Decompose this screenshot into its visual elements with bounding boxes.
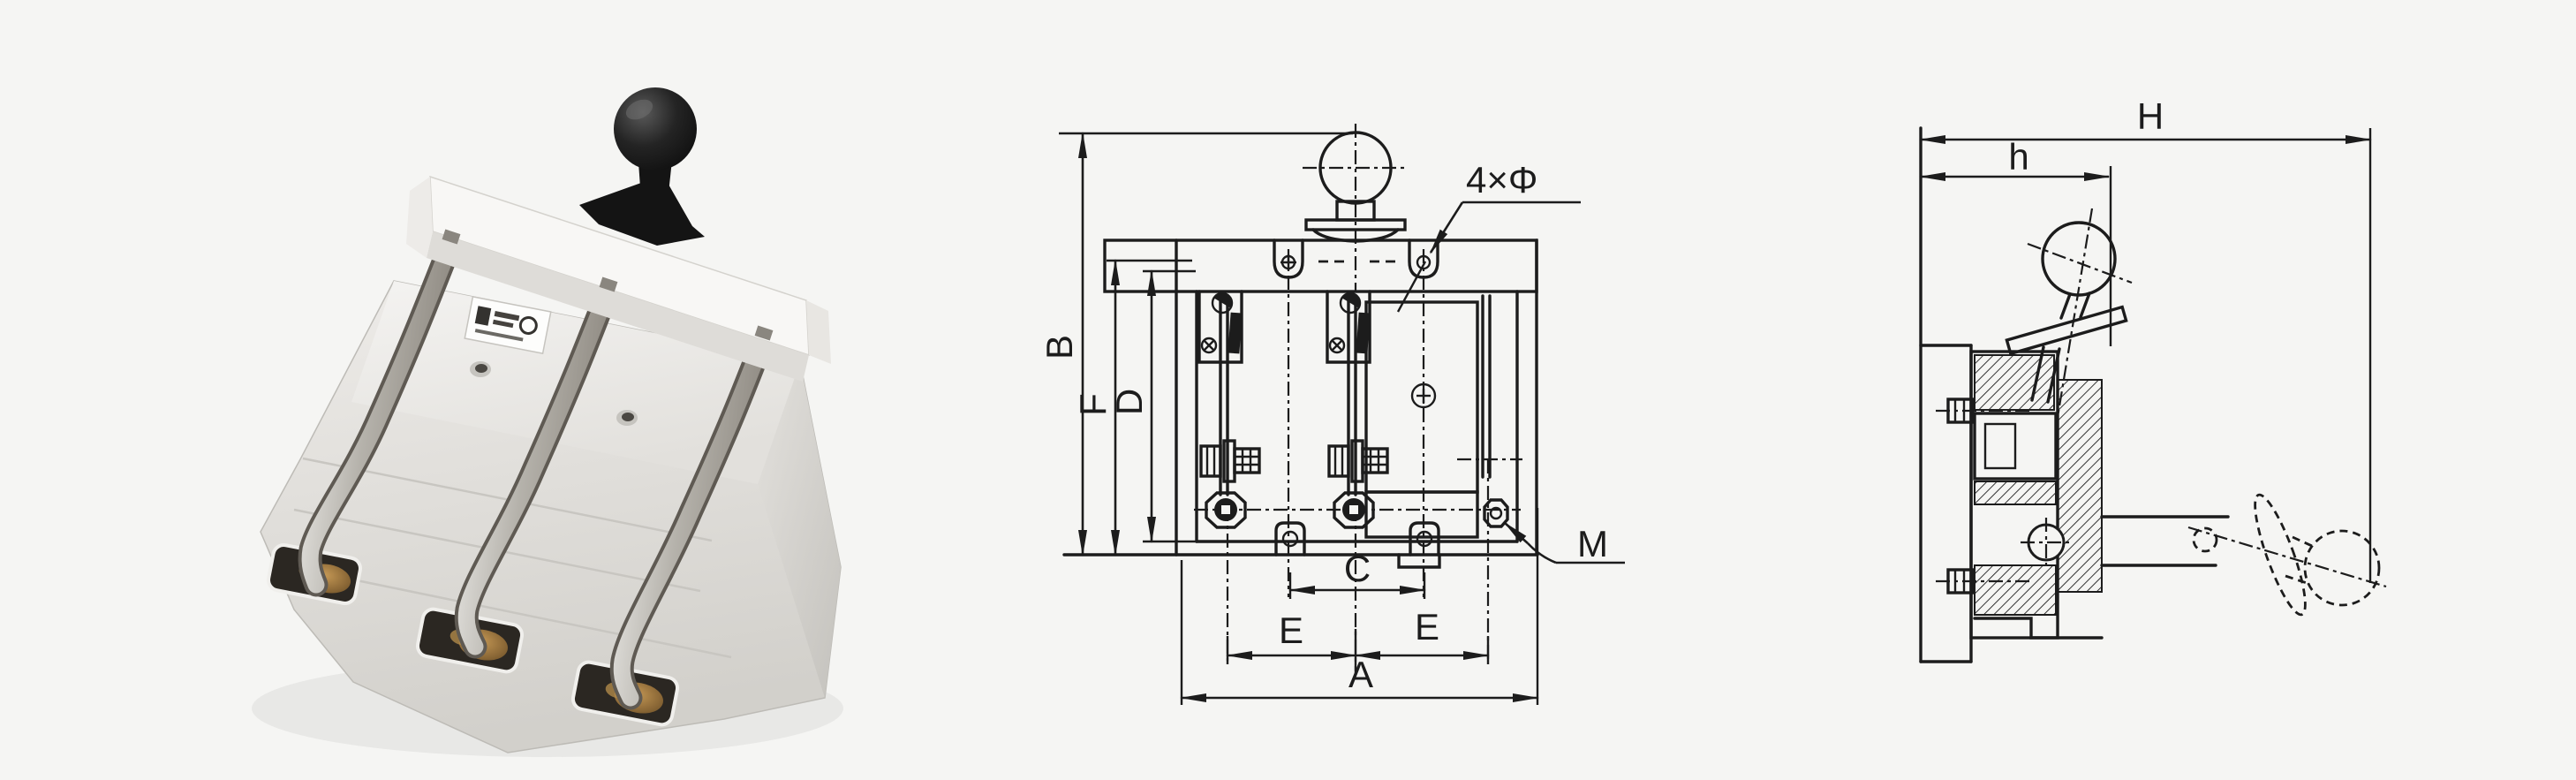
fv-dim-D: D xyxy=(1108,269,1197,543)
sv-handle-open xyxy=(2100,493,2387,617)
fv-pole-assembly xyxy=(1197,290,1261,529)
front-view-drawing: B F D C E E xyxy=(1039,124,1625,705)
dim-label-d: D xyxy=(1108,389,1150,415)
sv-dim-h: h xyxy=(1919,136,2112,346)
blade-hinge-pin xyxy=(599,276,618,292)
fv-handle xyxy=(1303,124,1409,292)
dim-label-m: M xyxy=(1577,523,1608,564)
dim-label-h-body: h xyxy=(2008,136,2028,178)
blade-hinge-pin xyxy=(442,229,461,245)
side-view-drawing: H h xyxy=(1919,95,2387,663)
dim-label-e-right: E xyxy=(1415,606,1439,647)
fv-callout-thread: M xyxy=(1503,521,1625,564)
fv-dim-C: C xyxy=(1288,548,1426,599)
blade-middle-face xyxy=(457,278,618,655)
top-face-holes xyxy=(470,361,638,426)
dim-label-b: B xyxy=(1039,335,1080,360)
handle-crossbar xyxy=(406,175,831,382)
sv-handle-closed xyxy=(2005,208,2133,418)
dim-label-f: F xyxy=(1072,393,1114,416)
dim-label-h-total: H xyxy=(2137,95,2164,137)
body-step-edge xyxy=(317,571,732,659)
blade-hinge-pin xyxy=(754,325,774,341)
dim-label-e-left: E xyxy=(1279,610,1303,651)
fv-top-plate xyxy=(1103,239,1538,293)
dim-label-c: C xyxy=(1344,548,1371,589)
product-label-sticker xyxy=(464,295,552,355)
fv-body-frame xyxy=(1062,239,1539,569)
fv-right-section xyxy=(1364,294,1509,539)
sv-dim-H: H xyxy=(1919,95,2372,583)
dim-label-a: A xyxy=(1348,654,1373,695)
fv-dim-A: A xyxy=(1180,508,1539,705)
handle-ball-assembly xyxy=(579,87,705,246)
fv-dim-B: B xyxy=(1039,132,1353,557)
switch-blades xyxy=(298,228,777,710)
sv-body-section xyxy=(1936,350,2104,640)
fv-callout-holes: 4×Φ xyxy=(1396,159,1581,313)
product-photo xyxy=(252,87,843,757)
dim-label-holes: 4×Φ xyxy=(1466,159,1537,201)
handle-flange xyxy=(579,183,705,246)
fv-dim-E: E E xyxy=(1226,606,1490,675)
body-right-face xyxy=(758,362,841,698)
blade-left-face xyxy=(301,231,461,594)
handle-ball xyxy=(614,87,697,170)
fv-dim-F: F xyxy=(1072,259,1192,557)
blade-right-face xyxy=(613,327,774,707)
